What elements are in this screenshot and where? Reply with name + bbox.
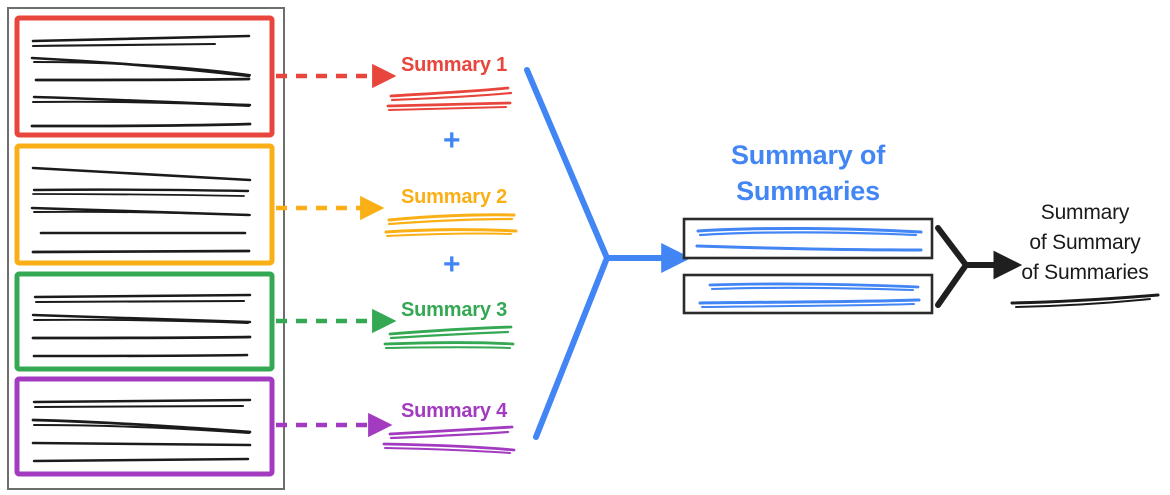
summary-4-label: Summary 4 [401, 400, 508, 422]
final-output-title-line-3: of Summaries [1021, 261, 1149, 284]
summary-3-lines [383, 325, 515, 349]
summary-4-lines [382, 425, 516, 454]
sos-box-2-lines [698, 282, 921, 308]
plus-operator-2: + [443, 248, 461, 281]
sos-box-1-lines [695, 226, 923, 252]
document-group-red[interactable] [14, 15, 275, 138]
doc-lines-red [30, 34, 252, 128]
final-output-line [1010, 293, 1160, 308]
summary-1-label: Summary 1 [401, 54, 508, 76]
plus-operator-1: + [443, 124, 461, 157]
doc-lines-orange [30, 166, 252, 254]
document-group-green[interactable] [14, 271, 275, 372]
source-container-outline [7, 7, 285, 490]
summary-2-label: Summary 2 [401, 186, 508, 208]
final-output-title-line-1: Summary [1040, 201, 1130, 224]
sos-box-2[interactable] [682, 273, 934, 315]
summary-3-label: Summary 3 [401, 299, 508, 321]
summary-2-lines [384, 213, 518, 237]
sos-box-1[interactable] [682, 217, 934, 260]
final-output-title-line-2: of Summary [1029, 231, 1141, 254]
summary-of-summaries-title-line-1: Summary of [730, 140, 886, 170]
doc-lines-green [31, 293, 252, 358]
document-group-orange[interactable] [14, 143, 275, 266]
doc-lines-purple [31, 398, 252, 463]
document-group-purple[interactable] [14, 376, 275, 477]
summary-of-summaries-title-line-2: Summaries [736, 176, 880, 206]
document-group-orange-border [14, 143, 275, 266]
document-group-red-border [14, 15, 275, 138]
summary-1-lines [386, 86, 513, 112]
blue-merge-connector [524, 67, 610, 440]
black-merge-connector [935, 225, 969, 308]
